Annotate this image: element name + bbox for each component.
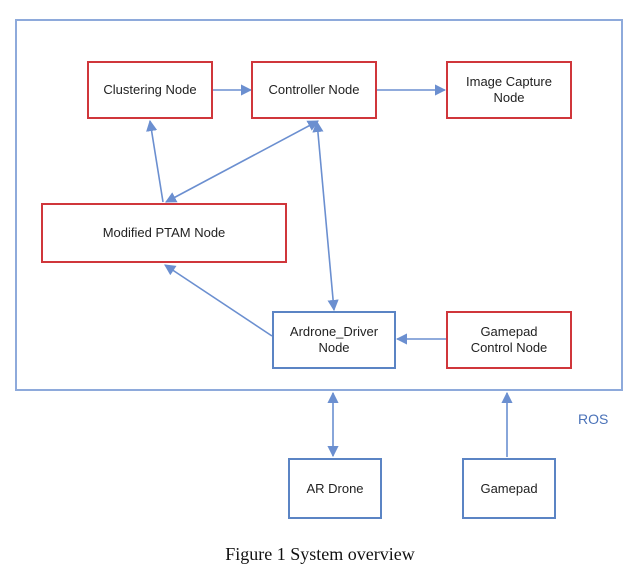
node-ptam-label: Modified PTAM Node: [102, 225, 226, 240]
node-gamepad: Gamepad: [462, 458, 556, 519]
node-ar-drone: AR Drone: [288, 458, 382, 519]
figure-caption: Figure 1 System overview: [225, 544, 415, 564]
node-ar-drone-label: AR Drone: [306, 480, 364, 496]
node-driver-label: Ardrone_Driver Node: [289, 324, 379, 355]
node-gamepad-label: Gamepad: [480, 480, 538, 496]
ros-container: [15, 19, 623, 391]
node-controller-label: Controller Node: [268, 82, 360, 97]
ros-label: ROS: [578, 411, 609, 427]
node-driver: Ardrone_Driver Node: [272, 311, 396, 369]
node-controller: Controller Node: [251, 61, 377, 119]
node-clustering-label: Clustering Node: [103, 82, 197, 97]
node-clustering: Clustering Node: [87, 61, 213, 119]
node-image-capture-label: Image Capture Node: [466, 74, 552, 105]
node-gamepad-control: Gamepad Control Node: [446, 311, 572, 369]
node-image-capture: Image Capture Node: [446, 61, 572, 119]
node-ptam: Modified PTAM Node: [41, 203, 287, 263]
node-gamepad-control-label: Gamepad Control Node: [470, 324, 548, 355]
